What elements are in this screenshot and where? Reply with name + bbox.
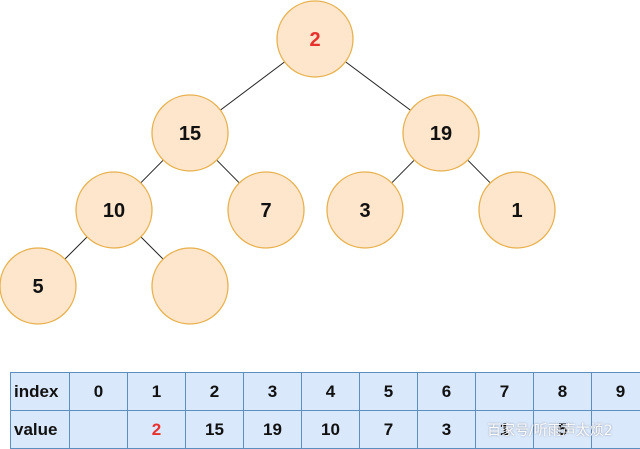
value-cell: 2 [127,410,186,449]
index-cell: 8 [533,372,592,411]
tree-edge [64,236,88,260]
tree-node-label: 5 [32,276,43,298]
value-cell: 7 [359,410,418,449]
index-row: index 0 1 2 3 4 5 6 7 8 9 [10,372,640,411]
tree-edge [345,61,411,111]
tree-node-label: 3 [359,200,370,222]
index-cell: 4 [301,372,360,411]
index-cell: 5 [359,372,418,411]
tree-node: 10 [75,171,153,249]
index-cell: 3 [243,372,302,411]
tree-node: 7 [227,171,305,249]
value-cell [591,410,640,449]
tree-node-circle [0,247,77,325]
tree-node: 3 [326,171,404,249]
index-cell: 0 [69,372,128,411]
tree-node-circle [227,171,305,249]
tree-node-circle [402,94,480,172]
index-cell: 9 [591,372,640,411]
tree-node-circle [276,0,354,78]
value-cell: 15 [185,410,244,449]
tree-node-label: 2 [309,29,320,51]
tree-edges [64,61,491,260]
value-cell [69,410,128,449]
tree-node: 5 [0,247,77,325]
tree-node-circle [151,247,229,325]
heap-array-table: index 0 1 2 3 4 5 6 7 8 9 value 2 15 19 … [10,372,640,449]
value-cell: 10 [301,410,360,449]
tree-edge [467,159,491,184]
value-cell: 3 [417,410,476,449]
tree-node [151,247,229,325]
tree-node: 1 [478,171,556,249]
tree-node-label: 7 [260,200,271,222]
index-row-label: index [10,372,70,411]
tree-edge [391,159,415,184]
tree-node-circle [75,171,153,249]
tree-node-label: 19 [430,123,452,145]
tree-edge [220,61,285,111]
tree-edge [140,159,164,184]
index-cell: 1 [127,372,186,411]
tree-node: 19 [402,94,480,172]
value-cell: 19 [243,410,302,449]
value-cell: 1 [475,410,534,449]
index-cell: 2 [185,372,244,411]
index-cell: 6 [417,372,476,411]
value-cell: 5 [533,410,592,449]
tree-node-circle [326,171,404,249]
tree-edge [216,159,240,184]
tree-node-label: 10 [103,200,125,222]
index-cell: 7 [475,372,534,411]
tree-node-label: 15 [179,123,201,145]
value-row-label: value [10,410,70,449]
tree-node: 2 [276,0,354,78]
watermark-text: 百家号/听雨声太烦2 [487,423,613,439]
tree-node-label: 1 [511,200,522,222]
tree-node: 15 [151,94,229,172]
tree-edge [140,236,164,260]
tree-node-circle [478,171,556,249]
value-row: value 2 15 19 10 7 3 1 5 [10,410,640,449]
tree-node-circle [151,94,229,172]
